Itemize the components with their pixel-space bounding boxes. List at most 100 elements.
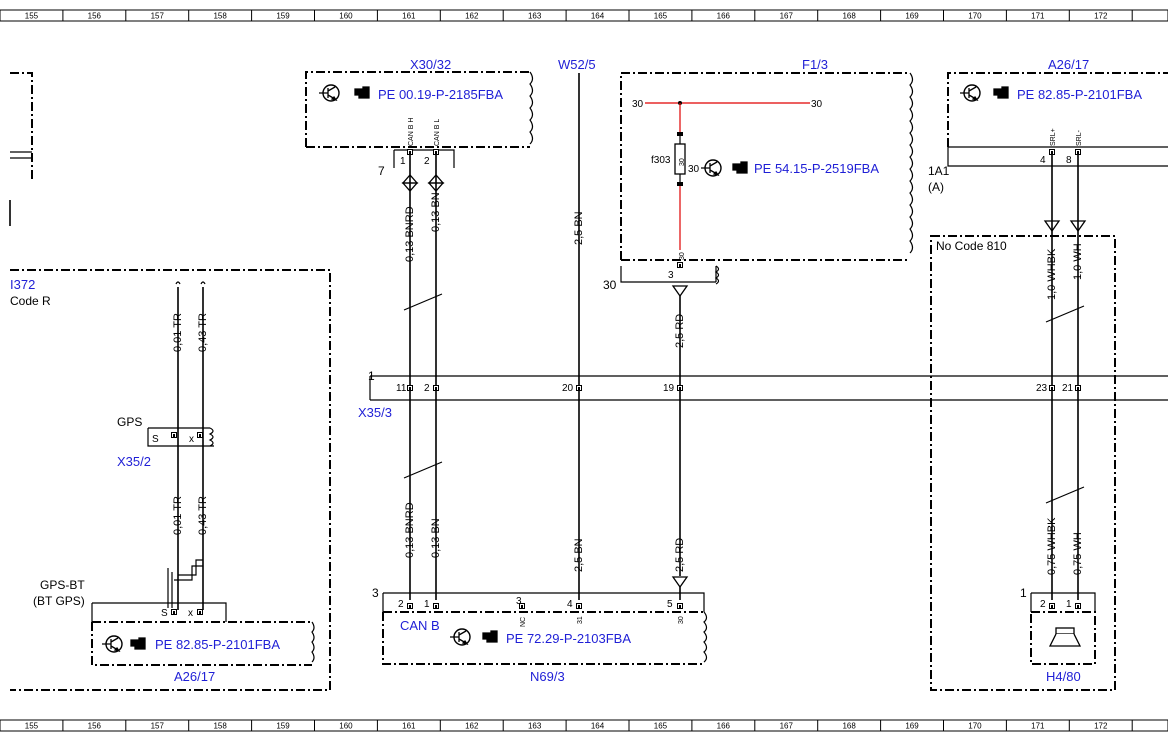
gps-pin-s: S [152,434,159,445]
gps-pin-x: x [189,434,194,445]
a26-17-bottom-ref[interactable]: PE 82.85-P-2101FBA [155,637,280,652]
gps-connector: GPS S x X35/2 [117,415,214,469]
top-ruler-column-label: 159 [276,12,290,21]
n69-3-pin-sub-nc: NC [520,617,527,627]
x35-3-pin-21: 21 [1062,383,1074,394]
f1-3-pin-num: 3 [668,270,674,281]
n69-3-pin-4: 4 [567,599,573,610]
gps-bt-connector: GPS-BT (BT GPS) S x [33,578,227,622]
a26-17-group: 1A1 [928,164,950,178]
top-ruler-column-label: 170 [968,12,982,21]
h4-80-pin-2: 2 [1040,599,1046,610]
bottom-ruler-column-label: 170 [968,722,982,731]
f1-3-pin-bottom: 30 [679,252,686,260]
bottom-ruler-column-label: 171 [1031,722,1045,731]
top-ruler-column-label: 161 [402,12,416,21]
a26-17-pin-8: 8 [1066,155,1072,166]
h4-80-speaker: 1 2 1 H4/80 [1020,586,1096,684]
n69-3-pin-3: 3 [516,596,522,607]
x30-32-pin-label-2: CAN B L [434,119,441,146]
no-code-810-box: No Code 810 [930,235,1116,691]
bottom-ruler-column-label: 157 [151,722,165,731]
left-partial-top-box [9,72,33,226]
n69-3-ref[interactable]: PE 72.29-P-2103FBA [506,631,631,646]
top-ruler-column-label: 156 [88,12,102,21]
top-ruler-column-label: 158 [213,12,227,21]
wire-label-rd-bot: 2,5 RD [674,538,686,572]
ground-icon [318,84,340,102]
wire-label-tr43-bot: 0,43 TR [197,496,209,535]
gps-bt-label: GPS-BT [40,578,85,592]
a26-17-bottom-id: A26/17 [174,669,215,684]
x35-3-id: X35/3 [358,405,392,420]
x35-3-pin-23: 23 [1036,383,1048,394]
top-ruler-column-label: 166 [717,12,731,21]
x35-3-pin-11: 11 [396,383,407,394]
bottom-ruler-column-label: 169 [905,722,919,731]
n69-3-pin-1: 1 [424,599,430,610]
wire-label-tr43-top: 0,43 TR [197,313,209,352]
left-module-id: I372 [10,277,35,292]
bottom-ruler-column-label: 159 [276,722,290,731]
gps-bt-pin-s: S [161,608,168,619]
wire-label-wh-bot: 0,75 WH [1072,532,1084,575]
x30-32-group: 7 [378,164,385,178]
f1-3-box: F1/3 30 30 30 f303 30 PE 54.15-P-2519FBA… [603,57,914,297]
wire-label-whbk-bot: 0,75 WHBK [1046,517,1058,575]
top-ruler-column-label: 163 [528,12,542,21]
wire-label-bn-bot: 0,13 BN [430,518,442,558]
top-ruler-column-label: 155 [25,12,39,21]
bottom-ruler-column-label: 167 [780,722,794,731]
a26-17-pin-label-2: SRL- [1076,129,1083,146]
bottom-ruler-column-label: 162 [465,722,479,731]
reference-hand-icon [130,637,146,650]
gps-bt-pin-x: x [188,608,193,619]
h4-80-id: H4/80 [1046,669,1081,684]
top-ruler-column-label: 164 [591,12,605,21]
top-ruler-column-label: 171 [1031,12,1045,21]
n69-3-bus: CAN B [400,618,440,633]
a26-17-pin-4: 4 [1040,155,1046,166]
n69-3-pin-sub-31: 31 [577,616,584,624]
wire-label-bnrd-bot: 0,13 BNRD [404,502,416,558]
a26-17-top-ref[interactable]: PE 82.85-P-2101FBA [1017,87,1142,102]
top-ruler-column-label: 172 [1094,12,1108,21]
top-ruler-column-label: 162 [465,12,479,21]
gps-label: GPS [117,415,142,429]
n69-3-pin-2: 2 [398,599,404,610]
f1-3-group: 30 [603,278,617,292]
f1-3-ref[interactable]: PE 54.15-P-2519FBA [754,161,879,176]
top-ruler-column-label: 168 [842,12,856,21]
top-ruler-column-label: 157 [151,12,165,21]
bottom-ruler-column-label: 165 [654,722,668,731]
x35-3-pin-20: 20 [562,383,574,394]
a26-17-top-id: A26/17 [1048,57,1089,72]
left-module-code: Code R [10,294,51,308]
bottom-ruler-column-label: 161 [402,722,416,731]
fuse-id: f303 [651,155,671,166]
wire-label-w52-top: 2,5 BN [573,211,585,245]
n69-3-pin-5: 5 [667,599,673,610]
f1-3-rail-left: 30 [632,99,644,110]
x30-32-ref[interactable]: PE 00.19-P-2185FBA [378,87,503,102]
bottom-ruler-column-label: 160 [339,722,353,731]
bottom-ruler-column-label: 163 [528,722,542,731]
ground-icon [101,635,123,653]
ground-icon [449,628,471,646]
reference-hand-icon [482,630,498,643]
ground-icon [959,84,981,102]
a26-17-pin-label-1: SRL+ [1050,128,1057,146]
n69-3-box: 3 2 1 3 4 5 NC 31 30 CAN B PE 72.29-P-21… [372,586,708,684]
left-partial-module-box: I372 Code R [10,269,331,691]
bottom-ruler-column-label: 158 [213,722,227,731]
reference-hand-icon [732,161,748,174]
h4-80-pin-1: 1 [1066,599,1072,610]
top-ruler-column-label: 167 [780,12,794,21]
bottom-ruler-column-label: 156 [88,722,102,731]
wire-label-tr01-top: 0,01 TR [172,313,184,352]
fuse-side-label: 30 [688,164,700,175]
x35-3-connector: 1 X35/3 11 2 20 19 23 21 [358,369,1168,420]
